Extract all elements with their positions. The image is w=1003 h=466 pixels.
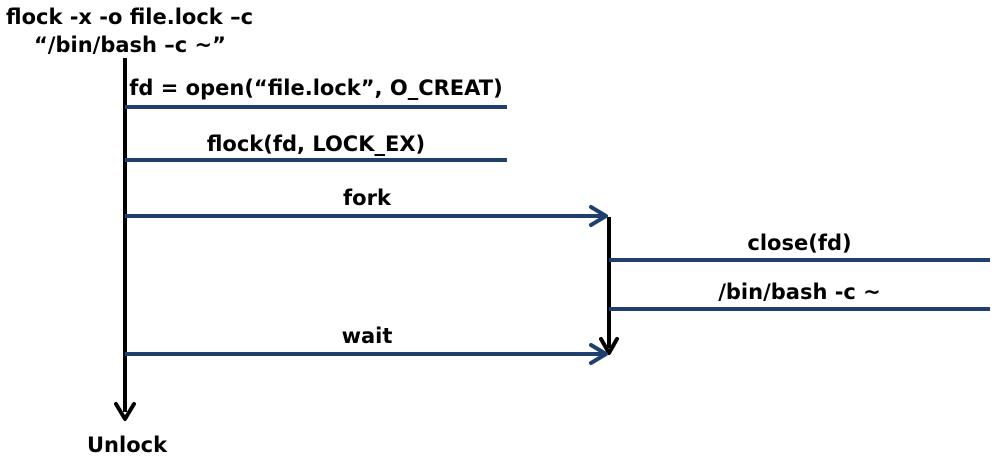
parent-timeline-arrowhead <box>114 402 136 421</box>
fork-arrowhead <box>589 205 608 227</box>
fork-label: fork <box>343 186 391 210</box>
open-step-label: fd = open(“file.lock”, O_CREAT) <box>129 76 503 100</box>
command-line-2: “/bin/bash –c ~” <box>34 33 226 57</box>
lock-step-label: flock(fd, LOCK_EX) <box>206 132 426 156</box>
exec-step-label: /bin/bash -c ~ <box>718 280 881 304</box>
command-line-1: flock -x -o file.lock –c <box>6 5 254 29</box>
wait-arrowhead <box>589 343 608 365</box>
wait-label: wait <box>341 324 393 348</box>
unlock-label: Unlock <box>87 433 168 457</box>
close-step-label: close(fd) <box>747 231 852 255</box>
child-timeline-arrowhead <box>599 337 619 355</box>
